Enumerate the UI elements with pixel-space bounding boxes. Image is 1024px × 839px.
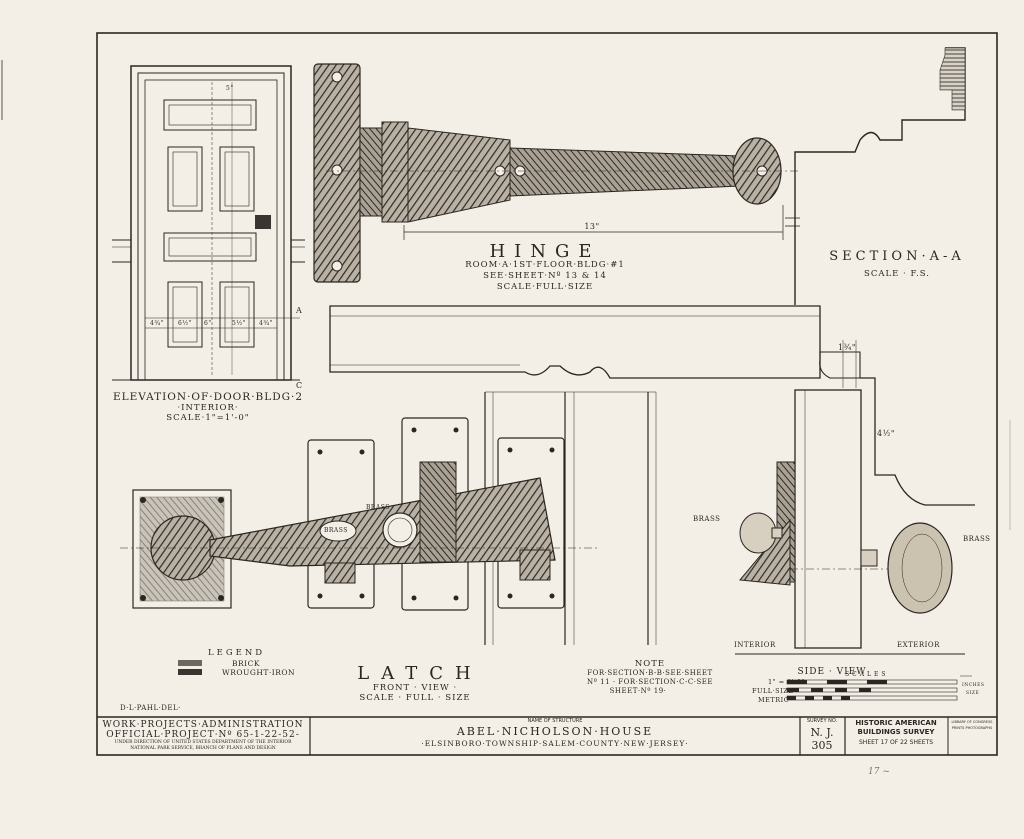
section-aa-profile: [329, 47, 975, 506]
note-line-1: FOR·SECTION·B-B·SEE·SHEET: [587, 669, 713, 677]
scale-right-2: SIZE: [966, 691, 980, 696]
door-dim-2: 6½": [178, 320, 192, 327]
sheet-count: SHEET 17 OF 22 SHEETS: [858, 739, 934, 746]
latch-brass-label: BRASS: [324, 527, 348, 534]
latch-view: FRONT · VIEW ·: [372, 683, 458, 693]
hinge-scale: SCALE·FULL·SIZE: [496, 282, 594, 292]
note-line-3: SHEET·Nº 19·: [609, 687, 667, 695]
section-aa-scale: SCALE · F.S.: [864, 269, 930, 279]
scale-row-3: METRIC: [758, 696, 790, 704]
wpa-line-3: UNDER DIRECTION OF UNITED STATES DEPARTM…: [114, 740, 292, 745]
name-header: NAME OF STRUCTURE: [527, 718, 583, 724]
hinge-sheet-ref: SEE·SHEET·Nº 13 & 14: [483, 271, 607, 281]
door-subtitle: ·INTERIOR·: [177, 403, 239, 413]
door-title: ELEVATION·OF·DOOR·BLDG·2: [112, 391, 304, 403]
scale-right-1: INCHES: [962, 683, 985, 688]
survey-header: SURVEY NO.: [806, 718, 838, 724]
latch-scale: SCALE · FULL · SIZE: [359, 693, 471, 703]
latch-title: LATCH: [357, 663, 483, 684]
side-view-brass-left: BRASS: [693, 515, 721, 523]
section-aa-dim-depth: 4½": [877, 429, 896, 438]
habs-line-2: BUILDINGS SURVEY: [857, 728, 935, 736]
structure-location: ·ELSINBORO·TOWNSHIP·SALEM·COUNTY·NEW·JER…: [421, 739, 689, 748]
wpa-line-1: WORK·PROJECTS·ADMINISTRATION: [102, 720, 304, 730]
survey-state: N. J.: [810, 726, 834, 739]
section-aa-title: SECTION·A-A: [829, 249, 965, 264]
legend-swatch-iron: [178, 669, 202, 675]
door-dim-3: 6": [204, 320, 212, 327]
scales-label: SCALES: [845, 671, 889, 678]
latch-front-view: [120, 391, 657, 645]
door-section-mark-a: A: [296, 306, 303, 315]
legend-title: LEGEND: [208, 648, 266, 658]
latch-side-view: [735, 389, 965, 655]
survey-number: 305: [811, 739, 833, 752]
scale-row-2: FULL·SIZE: [752, 687, 794, 695]
door-scale: SCALE·1"=1'-0": [166, 413, 250, 423]
sheet-border: [96, 32, 998, 756]
loc-line-2: PRINTS PHOTOGRAPHS: [951, 726, 993, 730]
legend-item-brick: BRICK: [232, 659, 260, 668]
structure-name: ABEL·NICHOLSON·HOUSE: [456, 725, 654, 738]
door-dim-5: 4¾": [259, 320, 273, 327]
scale-bars: [786, 675, 972, 701]
door-elevation: [112, 65, 305, 381]
legend-item-iron: WROUGHT·IRON: [222, 668, 296, 677]
hinge-room: ROOM·A·1ST·FLOOR·BLDG·#1: [465, 260, 625, 270]
door-section-mark-c: C: [296, 381, 303, 390]
hinge-title: HINGE: [489, 241, 601, 262]
door-dim-4: 5½": [232, 320, 246, 327]
margin-note: 17 ~: [868, 767, 890, 777]
side-view-exterior: EXTERIOR: [897, 641, 940, 649]
title-block-frame: [97, 716, 997, 755]
wpa-line-2: OFFICIAL·PROJECT·Nº 65-1-22-52-: [106, 730, 300, 740]
side-view-brass-right: BRASS: [963, 535, 991, 543]
habs-line-1: HISTORIC AMERICAN: [855, 719, 937, 727]
legend-swatch-brick: [178, 660, 202, 666]
hinge-dimension: 13": [584, 222, 600, 231]
delineator: D·L·PAHL·DEL·: [120, 704, 181, 712]
door-dim-6: 5": [226, 85, 234, 92]
note-line-2: Nº 11 · FOR·SECTION·C-C·SEE: [587, 678, 713, 686]
wpa-line-4: NATIONAL PARK SERVICE, BRANCH OF PLANS A…: [130, 746, 276, 751]
loc-line-1: LIBRARY OF CONGRESS: [951, 720, 993, 724]
scale-row-1: 1" = 1'-0": [768, 678, 805, 686]
hinge-drawing: [313, 63, 800, 283]
section-aa-dim-width: 1¾": [838, 343, 857, 352]
side-view-title: SIDE · VIEW: [797, 667, 867, 677]
door-dim-1: 4¾": [150, 320, 164, 327]
latch-brass-label-2: BRASS: [366, 504, 390, 511]
side-view-interior: INTERIOR: [734, 641, 776, 649]
note-title: NOTE: [634, 659, 666, 669]
